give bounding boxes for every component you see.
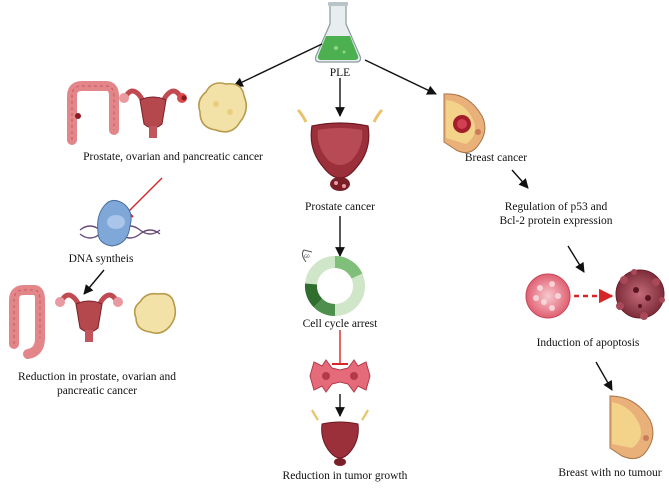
- cell-cycle-arrest-label: Cell cycle arrest: [302, 318, 378, 330]
- healthy-breast-icon: [609, 395, 654, 460]
- pancreas-icon: [198, 82, 248, 133]
- arrow-dna-to-reduction: [83, 269, 105, 295]
- breast-tumor-icon: [443, 93, 486, 154]
- apoptosis-cells-icon: [525, 269, 665, 320]
- svg-text:G0: G0: [304, 254, 310, 259]
- cell-cycle-icon: G0: [301, 249, 365, 317]
- left-outcome-label: Reduction in prostate, ovarian and pancr…: [17, 371, 177, 397]
- middle-cancer-label: Prostate cancer: [305, 201, 375, 213]
- arrow-breast-to-regulation: [511, 169, 529, 189]
- arrow-to-right-branch: [364, 59, 437, 95]
- uterus-icon: [119, 88, 187, 138]
- colon-icon: [67, 81, 119, 145]
- colon-icon: [9, 285, 45, 359]
- arrow-to-left-branch: [233, 43, 323, 87]
- apoptosis-label: Induction of apoptosis: [536, 337, 640, 349]
- source-label: PLE: [329, 67, 351, 79]
- inhibit-tumor-growth: [332, 330, 348, 365]
- bladder-prostate-icon: [311, 409, 369, 466]
- dna-enzyme-icon: [79, 200, 161, 247]
- dividing-cell-icon: [309, 359, 371, 393]
- pancreas-icon: [133, 292, 177, 334]
- arrow-apoptosis-to-healthy: [595, 361, 613, 391]
- right-outcome-label: Breast with no tumour: [558, 467, 662, 479]
- left-cancers-label: Prostate, ovarian and pancreatic cancer: [83, 151, 263, 163]
- uterus-icon: [55, 292, 123, 342]
- flask-icon: [314, 2, 362, 63]
- dna-synthesis-label: DNA syntheis: [68, 253, 134, 265]
- source-arrows: [233, 43, 437, 117]
- middle-outcome-label: Reduction in tumor growth: [282, 470, 408, 482]
- bladder-prostate-icon: [296, 108, 384, 191]
- right-mechanism-label: Regulation of p53 and Bcl-2 protein expr…: [499, 201, 613, 227]
- arrow-regulation-to-apoptosis: [567, 245, 585, 273]
- right-cancer-label: Breast cancer: [464, 152, 528, 164]
